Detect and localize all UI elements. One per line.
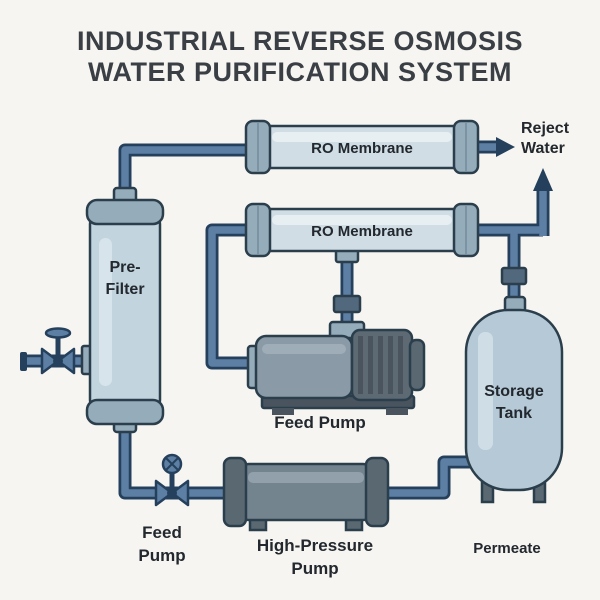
valve-wedge-left: [154, 479, 174, 507]
valve-stem: [55, 336, 61, 358]
membrane-highlight: [272, 215, 452, 225]
coupling-pump-riser: [332, 294, 362, 314]
storage-tank-vessel: Storage Tank: [464, 295, 564, 504]
valve-handwheel-icon: [44, 327, 72, 339]
high-pressure-pump-unit: High-Pressure Pump: [222, 456, 390, 578]
membrane-top-label: RO Membrane: [311, 140, 413, 157]
feed-valve-label-line2: Pump: [138, 546, 185, 565]
pump-foot: [386, 408, 408, 415]
valve-wedge-right: [170, 479, 190, 507]
feed-pump-unit: Feed Pump: [246, 320, 426, 432]
title-line1: INDUSTRIAL REVERSE OSMOSIS: [77, 26, 523, 56]
feed-pump-label: Feed Pump: [274, 413, 366, 432]
diagram-title: INDUSTRIAL REVERSE OSMOSIS WATER PURIFIC…: [77, 26, 523, 87]
prefilter-label-line2: Filter: [105, 281, 144, 298]
valve-wheel-spoke: [165, 457, 179, 471]
ro-membrane-bottom: RO Membrane: [244, 202, 480, 264]
pipe-membrane2-to-feedpump-core: [208, 226, 260, 367]
motor-fin: [378, 336, 383, 394]
motor-end-cap: [408, 338, 426, 392]
hp-pump-label-line2: Pump: [291, 559, 338, 578]
hp-pump-left-cap: [222, 456, 248, 528]
title-line2: WATER PURIFICATION SYSTEM: [88, 57, 512, 87]
valve-stem: [169, 470, 175, 490]
motor-fin: [388, 336, 393, 394]
tank-highlight: [478, 332, 493, 450]
membrane-bottom-label: RO Membrane: [311, 223, 413, 240]
riser-up-arrowhead: [533, 168, 553, 191]
hp-pump-label-line1: High-Pressure: [257, 536, 373, 555]
hp-pump-right-cap: [364, 456, 390, 528]
pump-casing-highlight: [262, 344, 346, 354]
motor-fin: [398, 336, 403, 394]
ro-membrane-top: RO Membrane: [244, 119, 480, 175]
storage-tank-label-line2: Tank: [496, 405, 532, 422]
feed-inlet-end-cap: [20, 352, 27, 371]
motor-fin: [368, 336, 373, 394]
prefilter-top-cap: [85, 198, 165, 226]
permeate-label: Permeate: [473, 540, 541, 557]
storage-tank-label-line1: Storage: [484, 383, 544, 400]
pump-foot: [272, 408, 294, 415]
motor-fin: [358, 336, 363, 394]
reject-right-arrowhead: [496, 137, 515, 157]
pipe-prefilter-to-hppump-core: [121, 420, 232, 497]
valve-hub: [53, 356, 63, 366]
coupling-tank-riser: [500, 266, 528, 286]
valve-wedge-left: [40, 347, 60, 375]
pipe-hppump-to-tank: [380, 455, 472, 500]
valve-hub: [167, 488, 177, 498]
bottom-feed-valve: [154, 453, 190, 507]
reject-water-label-line2: Water: [521, 140, 565, 157]
prefilter-bottom-cap: [85, 398, 165, 426]
hp-pump-highlight: [248, 472, 364, 483]
membrane-highlight: [272, 132, 452, 142]
valve-wedge-right: [56, 347, 76, 375]
pre-filter-vessel: Pre- Filter: [80, 186, 165, 434]
pipe-hppump-to-tank-core: [380, 458, 472, 497]
prefilter-highlight: [99, 238, 112, 386]
feed-valve-label-line1: Feed: [142, 523, 182, 542]
stream-labels: Reject Water Permeate Feed Pump: [138, 120, 569, 565]
reject-water-label-line1: Reject: [521, 120, 570, 137]
feed-inlet-valve: [40, 327, 76, 375]
prefilter-label-line1: Pre-: [109, 259, 140, 276]
